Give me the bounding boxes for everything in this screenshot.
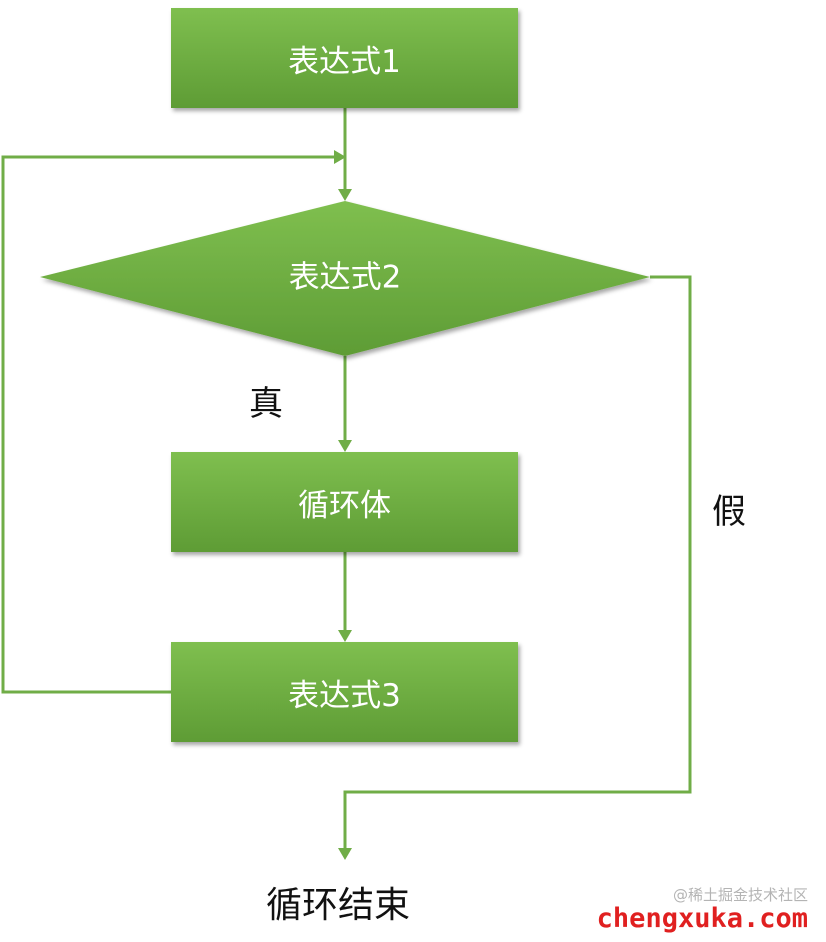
arrowhead-into-expr3 xyxy=(338,630,352,642)
arrowhead-into-body xyxy=(338,440,352,452)
loop-body-box: 循环体 xyxy=(171,452,518,552)
watermark-site: @稀土掘金技术社区 xyxy=(672,886,808,904)
connector-false-branch xyxy=(343,275,692,850)
arrowhead-into-end xyxy=(338,848,352,860)
expr1-box: 表达式1 xyxy=(171,8,518,108)
loop-body-text: 循环体 xyxy=(298,487,391,524)
false-label: 假 xyxy=(712,492,746,532)
expr3-text: 表达式3 xyxy=(288,677,401,714)
true-label: 真 xyxy=(249,384,283,424)
watermark: @稀土掘金技术社区 chengxuka.com xyxy=(596,886,808,934)
expr1-text: 表达式1 xyxy=(288,43,401,80)
connector-loop-back xyxy=(1,155,336,694)
arrowhead-loop-back xyxy=(334,150,346,164)
loop-end-label: 循环结束 xyxy=(266,885,411,926)
expr2-diamond xyxy=(40,201,650,356)
expr2-text: 表达式2 xyxy=(289,260,402,296)
expr3-box: 表达式3 xyxy=(171,642,518,742)
watermark-domain: chengxuka.com xyxy=(596,903,808,934)
arrowhead-into-expr2 xyxy=(338,189,352,201)
